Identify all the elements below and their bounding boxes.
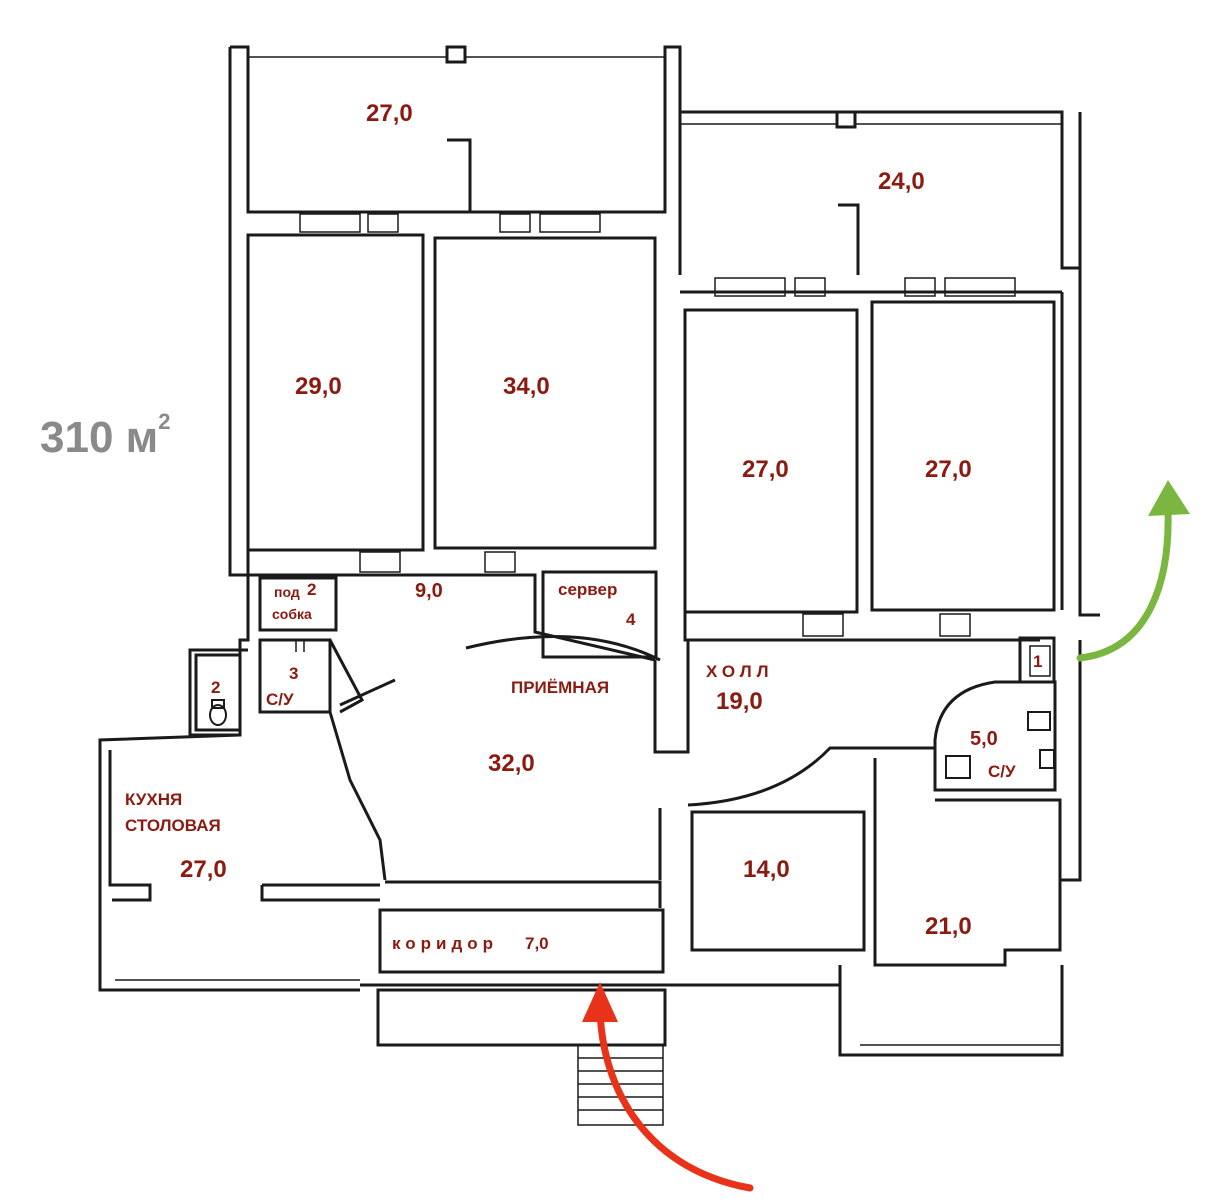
exit-arrowhead-icon	[1148, 480, 1190, 516]
area-office-29: 29,0	[295, 373, 342, 400]
corridor-label: коридор	[392, 934, 499, 953]
entrance-arrow-icon	[596, 1001, 754, 1192]
porch	[376, 988, 667, 1047]
walls	[98, 45, 1100, 1126]
kitchen-area: 27,0	[180, 856, 227, 883]
area-office-27a: 27,0	[742, 456, 789, 483]
room-podsobka	[258, 576, 338, 632]
server-label: сервер	[558, 580, 618, 599]
toilet-icon	[209, 699, 227, 726]
reception-area: 32,0	[488, 750, 535, 777]
wall-wc3-diag	[328, 639, 365, 714]
window-bars	[299, 213, 1016, 637]
total-area-value: 310 м	[40, 413, 159, 462]
area-9: 9,0	[415, 580, 443, 602]
wall-kitchen-right-2	[260, 885, 380, 902]
wall-tr-divider	[838, 203, 860, 275]
room-corridor	[378, 908, 665, 974]
kitchen-label-2: СТОЛОВАЯ	[125, 816, 221, 835]
wall-wc5	[933, 680, 1057, 792]
server-area: 4	[626, 610, 636, 629]
wc5-label: С/У	[988, 762, 1016, 781]
hall-area: 19,0	[716, 688, 763, 715]
area-21: 21,0	[925, 913, 972, 940]
room-21	[873, 758, 1062, 967]
wall-hall-divider	[653, 640, 690, 754]
wall-right-outer	[1078, 268, 1100, 617]
entrance-arrowhead-icon	[582, 982, 618, 1022]
wall-top-right-room	[680, 110, 1082, 270]
room-27a	[683, 308, 859, 614]
wall-hall-curve	[687, 746, 935, 807]
area-14: 14,0	[743, 856, 790, 883]
reception-label: ПРИЁМНАЯ	[511, 678, 610, 697]
wc5-area: 5,0	[970, 728, 998, 750]
total-area-unit-sup: 2	[158, 409, 171, 434]
area-top-left: 27,0	[366, 100, 413, 127]
podsobka-label-top: под	[274, 584, 300, 600]
wall-right-lower	[1060, 640, 1082, 882]
room-1	[1018, 636, 1056, 684]
area-office-27b: 27,0	[925, 456, 972, 483]
room-27b	[870, 300, 1056, 612]
wall-kitchen	[98, 733, 360, 992]
kitchen-label-1: КУХНЯ	[125, 790, 183, 809]
hall-label: ХОЛЛ	[706, 662, 774, 681]
area-top-right: 24,0	[878, 168, 925, 195]
wall-reception-left-diag	[328, 711, 387, 881]
area-office-34: 34,0	[503, 373, 550, 400]
corridor-area: 7,0	[525, 934, 549, 953]
podsobka-area: 2	[307, 580, 317, 599]
podsobka-label-bottom: собка	[272, 606, 312, 622]
wall-tl-divider	[447, 138, 472, 212]
room-34	[433, 236, 657, 550]
toilet2-area: 2	[211, 678, 221, 697]
wall-hall-top	[683, 612, 1040, 642]
room-1-inner	[1029, 645, 1051, 677]
stairs	[577, 1044, 664, 1126]
room-server	[541, 570, 658, 659]
room-29	[246, 233, 425, 552]
wc3-area: 3	[289, 664, 299, 683]
wall-reception-top	[248, 573, 656, 662]
wall-top-left-room	[230, 45, 682, 275]
wall-reception-door	[339, 678, 396, 707]
wall-left-column	[228, 47, 250, 577]
sink-icon	[945, 711, 1055, 779]
exit-arrow-icon	[1076, 506, 1172, 662]
wall-reception-arc	[465, 634, 661, 662]
toilet-2-box	[194, 653, 242, 732]
wall-kitchen-inner	[108, 750, 152, 902]
room-wc3	[258, 638, 332, 714]
wall-corridor-top	[385, 880, 662, 908]
room1-area: 1	[1033, 652, 1043, 671]
total-area: 310 м2	[40, 409, 170, 463]
room-14	[690, 810, 866, 952]
wc3-label: С/У	[266, 690, 294, 709]
vent-top-left	[445, 45, 467, 64]
wall-bottom-right	[838, 965, 1064, 1057]
vent-top-right	[835, 110, 857, 129]
